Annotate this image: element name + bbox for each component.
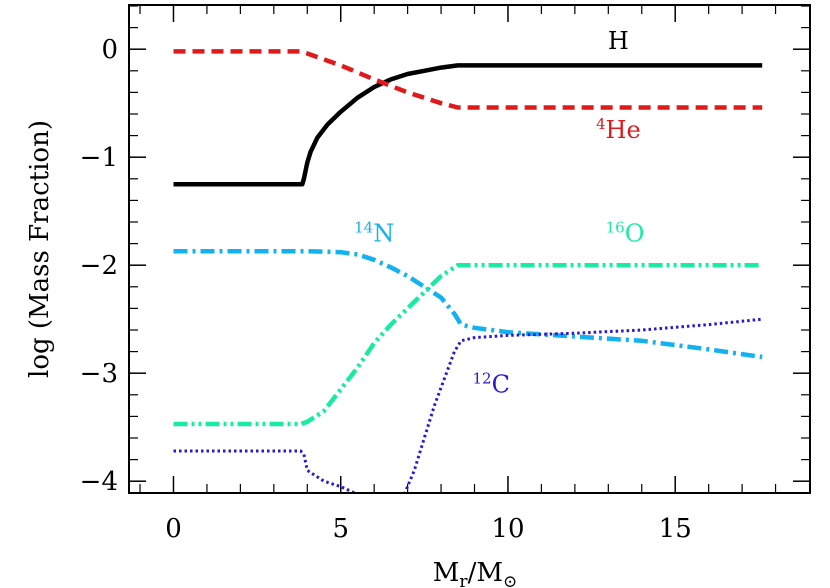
x-axis-label: Mr/M⊙ bbox=[433, 558, 517, 588]
x-tick-label: 5 bbox=[332, 514, 349, 544]
y-tick-label: −1 bbox=[80, 143, 118, 173]
x-axis-label-text: Mr/M⊙ bbox=[433, 558, 517, 588]
y-tick-label: 0 bbox=[101, 35, 118, 65]
x-tick-label: 15 bbox=[659, 514, 692, 544]
y-tick-label: −3 bbox=[80, 359, 118, 389]
series-line-12c bbox=[173, 449, 357, 492]
plot-area-border bbox=[128, 4, 811, 494]
axis-ticks bbox=[130, 5, 809, 492]
series-layer bbox=[173, 49, 763, 492]
series-line-14n bbox=[173, 248, 763, 360]
x-tick-label: 0 bbox=[165, 514, 182, 544]
series-line-4he bbox=[173, 49, 763, 110]
x-tick-label: 10 bbox=[491, 514, 524, 544]
series-label-12c: 12C bbox=[473, 370, 510, 399]
tick-labels: 0 5 10 15 0 −1 −2 −3 −4 bbox=[80, 35, 692, 544]
series-label-16o: 16O bbox=[606, 218, 645, 247]
y-axis-label: log (Mass Fraction) bbox=[25, 120, 55, 378]
series-line-12c bbox=[403, 317, 763, 492]
series-labels: H 4He 14N 16O 12C bbox=[354, 27, 644, 398]
series-label-4he: 4He bbox=[596, 115, 641, 144]
y-tick-label: −4 bbox=[80, 467, 118, 497]
series-line-16o bbox=[173, 262, 763, 427]
y-tick-label: −2 bbox=[80, 251, 118, 281]
series-label-14n: 14N bbox=[354, 218, 394, 247]
series-line-h bbox=[173, 63, 763, 187]
series-label-h: H bbox=[608, 27, 629, 55]
plot-frame bbox=[128, 4, 811, 494]
